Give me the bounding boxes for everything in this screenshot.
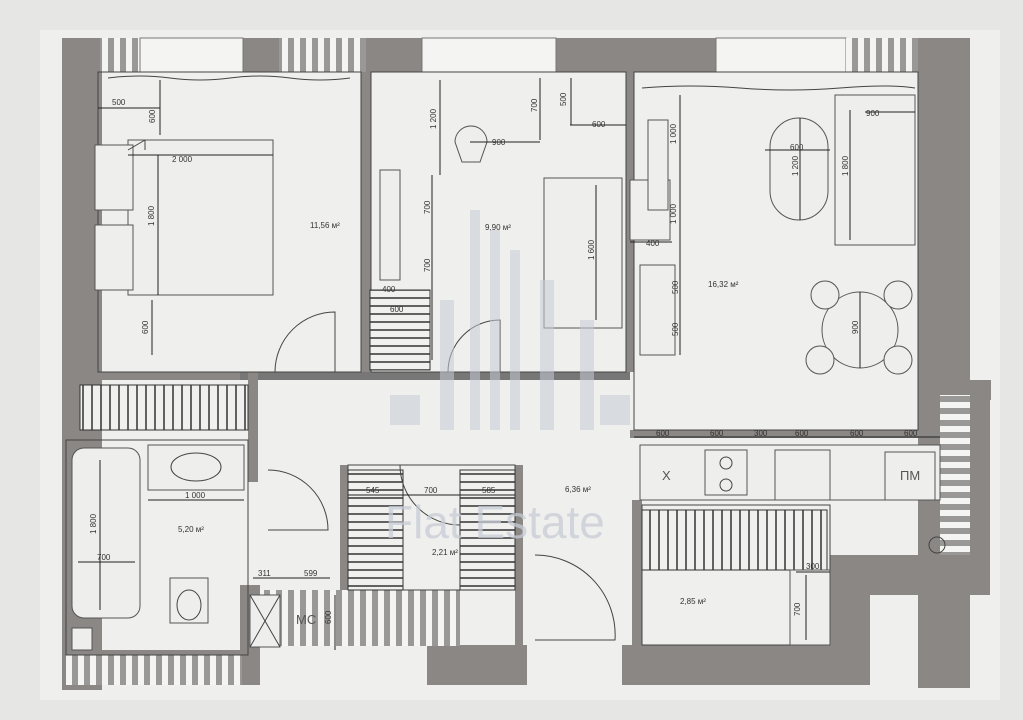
dim-label: 600 (148, 109, 157, 123)
dim-label: 500 (671, 322, 680, 336)
dimension-labels: 500 600 2 000 1 800 600 700 500 600 1 20… (89, 92, 918, 624)
bedroom-wardrobe (79, 384, 249, 431)
sink-x-label: X (662, 468, 671, 483)
dim-label: 1 600 (587, 239, 596, 260)
dim-label: 600 (904, 429, 918, 438)
dim-label: 400 (646, 239, 660, 248)
watermark-logo (390, 210, 630, 430)
windows (66, 37, 970, 685)
closet-shelves-right (459, 469, 516, 591)
dim-label: 700 (793, 602, 802, 616)
dim-label: 1 200 (429, 108, 438, 129)
kids-furniture (369, 125, 671, 371)
room-area-storage: 2,85 м² (680, 597, 706, 606)
dim-label: 700 (97, 553, 111, 562)
dim-label: 700 (423, 258, 432, 272)
dim-label: 600 (790, 143, 804, 152)
bathroom-fixtures (71, 444, 281, 651)
dim-label: 500 (559, 92, 568, 106)
dim-label: 600 (795, 429, 809, 438)
room-area-hall: 6,36 м² (565, 485, 591, 494)
curtain-line (107, 75, 351, 81)
dim-label: 400 (382, 285, 396, 294)
dim-label: 600 (390, 305, 404, 314)
dim-label: 500 (671, 280, 680, 294)
watermark-text: Flat Estate (385, 496, 605, 548)
dishwasher-label: ПМ (900, 468, 920, 483)
dim-label: 1 800 (147, 205, 156, 226)
room-area-bedroom: 11,56 м² (310, 221, 340, 230)
exterior-walls (62, 38, 991, 690)
storage-shelves (641, 509, 828, 571)
dim-label: 2 000 (172, 155, 193, 164)
dim-label: 1 000 (669, 203, 678, 224)
dim-label: 600 (141, 320, 150, 334)
dim-label: 600 (656, 429, 670, 438)
dim-label: 585 (482, 486, 496, 495)
living-furniture (639, 94, 916, 375)
closet-shelves-left (347, 469, 404, 591)
dim-label: 500 (112, 98, 126, 107)
storage-cabinet (789, 569, 831, 646)
double-bed (94, 139, 274, 296)
washer-label: МС (296, 612, 316, 627)
room-area-living: 16,32 м² (708, 280, 739, 289)
dim-label: 700 (424, 486, 438, 495)
dim-label: 900 (851, 320, 860, 334)
curtain-line (641, 85, 916, 91)
room-area-kids: 9,90 м² (485, 223, 511, 232)
dim-label: 300 (754, 429, 768, 438)
dim-label: 1 200 (791, 155, 800, 176)
dim-label: 1 800 (841, 155, 850, 176)
dimension-lines (78, 78, 940, 650)
dim-label: 600 (324, 610, 333, 624)
dim-label: 600 (592, 120, 606, 129)
dim-label: 1 000 (669, 123, 678, 144)
room-area-closet: 2,21 м² (432, 548, 458, 557)
dim-label: 1 800 (89, 513, 98, 534)
dim-label: 311 (258, 569, 271, 578)
room-area-bath: 5,20 м² (178, 525, 204, 534)
dim-label: 900 (492, 138, 506, 147)
dim-label: 700 (530, 98, 539, 112)
kitchen-counter (639, 444, 946, 554)
dim-label: 600 (710, 429, 724, 438)
dim-label: 600 (850, 429, 864, 438)
dim-label: 599 (304, 569, 318, 578)
dim-label: 1 000 (185, 491, 206, 500)
dim-label: 700 (423, 200, 432, 214)
dim-label: 300 (806, 562, 820, 571)
dim-label: 545 (366, 486, 380, 495)
dim-label: 900 (866, 109, 880, 118)
